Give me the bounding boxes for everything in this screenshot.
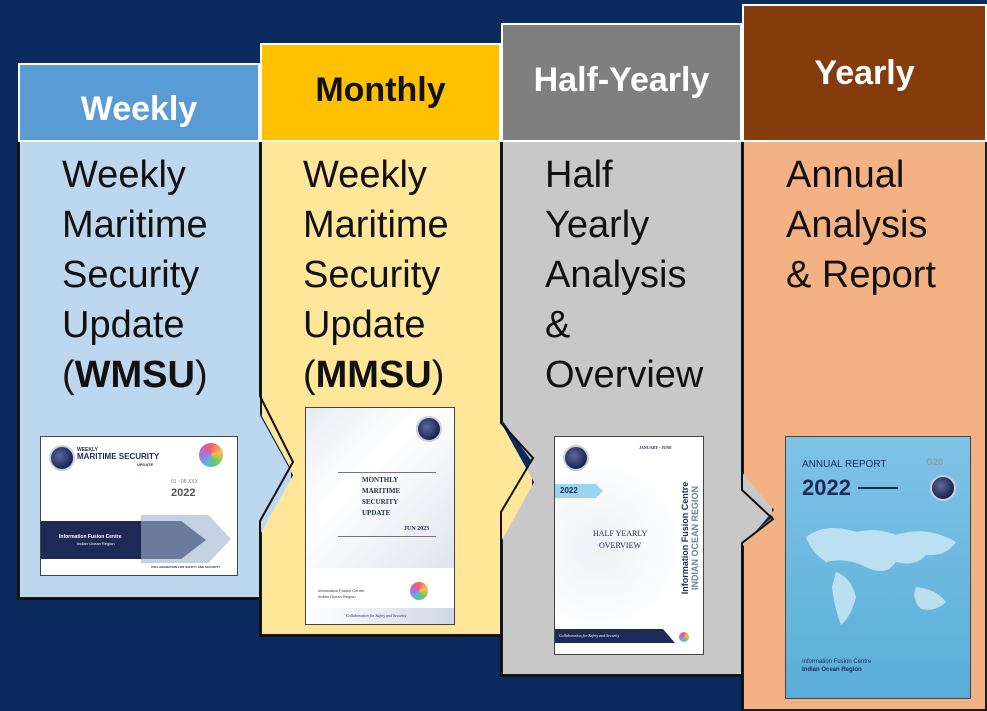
desc-acronym-line: (WMSU): [62, 350, 208, 400]
monthly-header-label: Monthly: [315, 71, 446, 109]
ifc-seal-icon: [563, 445, 589, 471]
cover-network-pattern: [555, 437, 703, 654]
g20-badge: G20: [926, 457, 944, 467]
cover-footer-bar: [306, 608, 454, 624]
desc-line: Yearly: [545, 204, 650, 246]
monthly-header: Monthly: [260, 43, 501, 142]
cover-year-banner: [555, 484, 603, 498]
monthly-description: Weekly Maritime Security Update (MMSU): [303, 150, 449, 400]
desc-line: Update: [62, 304, 185, 346]
cover-title-2: OVERVIEW: [599, 541, 642, 550]
ifc-seal-icon: [416, 416, 442, 442]
desc-line: Security: [62, 254, 200, 296]
half-yearly-header: Half-Yearly: [501, 23, 742, 142]
desc-line: Maritime: [303, 204, 449, 246]
cover-range: JANUARY - JUNE: [639, 445, 672, 450]
cover-org: Information Fusion Centre: [59, 534, 122, 540]
cover-banner-accent: [141, 515, 231, 563]
desc-line: Analysis: [545, 254, 687, 296]
ifc-seal-icon: [930, 475, 956, 501]
weekly-description: Weekly Maritime Security Update (WMSU): [62, 150, 208, 400]
cover-title-1: HALF YEARLY: [593, 529, 648, 538]
ifc-seal-icon: [49, 445, 75, 471]
cover-tagline: Collaboration for Safety and Security: [559, 633, 620, 638]
desc-line: Overview: [545, 354, 704, 396]
paren: ): [431, 354, 445, 396]
cover-title-1: MONTHLY: [362, 476, 399, 484]
cover-year-rule: [858, 487, 898, 489]
paren: ): [194, 354, 208, 396]
half-yearly-cover-image: JANUARY - JUNE 2022 HALF YEARLY OVERVIEW…: [555, 437, 703, 654]
paren: (: [62, 354, 75, 396]
desc-line: Annual: [786, 154, 905, 196]
cover-org: Information Fusion Centre: [318, 588, 365, 593]
star-logo-icon: [410, 582, 428, 600]
desc-line: & Report: [786, 254, 936, 296]
cover-footer-bar: [555, 629, 675, 643]
cover-tagline: Collaboration for Safety and Security: [346, 613, 407, 618]
cover-year: 2022: [560, 486, 578, 495]
cover-side-text-1: Information Fusion Centre: [680, 481, 690, 595]
annual-report-cover-image: ANNUAL REPORT 2022 G20 Information Fusio…: [786, 437, 970, 698]
yearly-header: Yearly: [742, 4, 987, 142]
cover-title-2: MARITIME SECURITY: [77, 452, 160, 461]
world-map: [796, 517, 966, 637]
cover-org: Information Fusion Centre: [802, 659, 872, 665]
acronym: MMSU: [315, 354, 432, 396]
yearly-description: Annual Analysis & Report: [786, 150, 936, 300]
cover-org-sub: Indian Ocean Region: [77, 541, 115, 546]
mmsu-cover-image: MONTHLY MARITIME SECURITY UPDATE JUN 202…: [306, 408, 454, 624]
cover-rule: [338, 536, 436, 537]
desc-line: Weekly: [303, 154, 427, 196]
cover-year: 2022: [802, 475, 851, 500]
cover-org-sub: Indian Ocean Region: [802, 667, 862, 673]
desc-line: Analysis: [786, 204, 928, 246]
yearly-header-label: Yearly: [814, 54, 915, 92]
star-logo-icon: [199, 443, 223, 467]
cover-title-3: SECURITY: [362, 498, 399, 506]
wmsu-cover-image: WEEKLY MARITIME SECURITY UPDATE 01 - 08 …: [41, 437, 237, 575]
desc-line: Security: [303, 254, 441, 296]
desc-line: Weekly: [62, 154, 186, 196]
cover-rule: [338, 472, 436, 473]
cover-date: JUN 2023: [404, 526, 430, 532]
cover-dates: 01 - 08 XXX: [171, 479, 198, 485]
half-yearly-header-label: Half-Yearly: [533, 61, 710, 99]
cover-tagline: COLLABORATION FOR SAFETY AND SECURITY: [151, 565, 221, 569]
star-logo-icon: [679, 632, 689, 642]
cover-title-1: WEEKLY: [77, 447, 98, 453]
desc-line: Half: [545, 154, 613, 196]
cover-title-3: UPDATE: [137, 462, 154, 467]
half-yearly-description: Half Yearly Analysis & Overview: [545, 150, 703, 400]
weekly-header: Weekly: [18, 63, 260, 142]
cover-side-title: Information Fusion Centre INDIAN OCEAN R…: [668, 467, 700, 617]
cover-title-2: MARITIME: [362, 487, 401, 495]
cover-side-text-2: INDIAN OCEAN REGION: [690, 486, 700, 591]
cover-title-4: UPDATE: [362, 509, 391, 517]
acronym: WMSU: [74, 354, 195, 396]
desc-line: Maritime: [62, 204, 208, 246]
cover-org-sub: Indian Ocean Region: [318, 594, 356, 599]
desc-line: Update: [303, 304, 426, 346]
cover-year: 2022: [171, 487, 196, 499]
weekly-header-label: Weekly: [80, 90, 198, 128]
desc-acronym-line: (MMSU): [303, 350, 449, 400]
paren: (: [303, 354, 316, 396]
cover-title: ANNUAL REPORT: [802, 459, 887, 470]
desc-line: &: [545, 304, 571, 346]
